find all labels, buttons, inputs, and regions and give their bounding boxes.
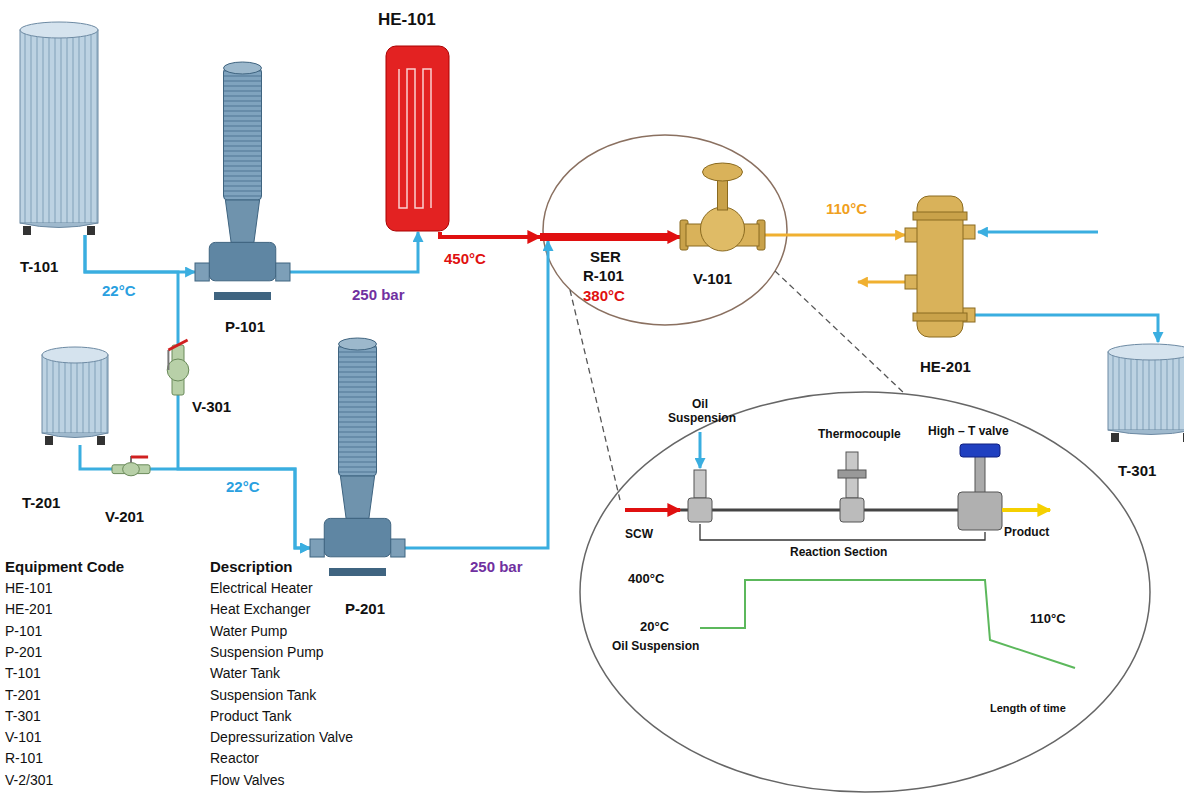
pipe-line <box>975 315 1158 342</box>
reactor-callout-ellipse <box>543 135 787 325</box>
equipment-tag: P-101 <box>225 318 265 335</box>
coolant-in <box>978 231 1098 234</box>
equipment-tag: T-101 <box>20 258 58 275</box>
flow-valve-graphic <box>166 345 190 395</box>
equipment-description: Electrical Heater <box>210 580 313 596</box>
equipment-code: T-201 <box>5 687 41 703</box>
pipe-line <box>672 235 680 239</box>
equipment-code: HE-201 <box>5 601 52 617</box>
equipment-tag: HE-201 <box>920 358 971 375</box>
water-pump: P-101 <box>195 60 290 300</box>
equipment-code: P-201 <box>5 644 42 660</box>
electrical-heater-graphic <box>385 45 450 232</box>
equipment-description: Suspension Tank <box>210 687 316 703</box>
flow-valve: V-301 <box>166 345 190 395</box>
equipment-description: Depressurization Valve <box>210 729 353 745</box>
callout-dash <box>775 271 905 394</box>
equipment-tag: V-301 <box>192 398 231 415</box>
inset-label: Oil Suspension <box>668 398 732 426</box>
equipment-code: V-101 <box>5 729 42 745</box>
graph-label: 20°C <box>640 620 669 635</box>
stream-condition: 250 bar <box>470 558 523 575</box>
inset-label: Thermocouple <box>818 428 901 442</box>
stream-condition: 22°C <box>102 282 136 299</box>
inset-label: Product <box>1004 526 1049 540</box>
coolant-out <box>858 281 905 284</box>
pipe-line <box>440 232 540 237</box>
reactor-pipe: SERR-101380°C <box>540 233 672 241</box>
stream-condition: 250 bar <box>352 286 405 303</box>
equipment-description: Product Tank <box>210 708 291 724</box>
temperature-label: 380°C <box>583 287 625 304</box>
graph-label: 110°C <box>1030 612 1066 627</box>
pipe-line <box>178 395 310 548</box>
suspension-tank-graphic <box>40 345 110 445</box>
water-tank-graphic <box>18 20 100 235</box>
equipment-code: V-2/301 <box>5 772 53 788</box>
equipment-description: Water Tank <box>210 665 280 681</box>
depressurization-valve-graphic <box>680 158 765 262</box>
detail-inset <box>580 392 1150 792</box>
graph-label: Oil Suspension <box>612 640 699 654</box>
table-header: Equipment Code <box>5 558 124 575</box>
equipment-description: Water Pump <box>210 623 287 639</box>
water-tank: T-101 <box>18 20 100 235</box>
reactor-detail <box>625 432 1075 668</box>
suspension-pump-graphic <box>310 336 405 576</box>
equipment-description: Heat Exchanger <box>210 601 310 617</box>
pipe-line <box>765 234 905 237</box>
equipment-code: P-101 <box>5 623 42 639</box>
equipment-description: Suspension Pump <box>210 644 324 660</box>
equipment-code: HE-101 <box>5 580 52 596</box>
product-tank-graphic <box>1106 342 1184 442</box>
inset-label: SCW <box>625 528 653 542</box>
equipment-tag: T-301 <box>1118 462 1156 479</box>
reactor-label: SER <box>590 248 621 265</box>
flow-valve: V-201 <box>112 456 150 478</box>
flow-valve-graphic <box>112 456 150 478</box>
equipment-code: T-101 <box>5 665 41 681</box>
equipment-code: R-101 <box>5 750 43 766</box>
callout-dash <box>570 290 620 500</box>
equipment-tag: HE-101 <box>378 10 436 30</box>
electrical-heater: HE-101 <box>385 45 450 232</box>
heat-exchanger: HE-201 <box>905 188 975 345</box>
equipment-code: T-301 <box>5 708 41 724</box>
equipment-description: Flow Valves <box>210 772 284 788</box>
heat-exchanger-graphic <box>905 188 975 345</box>
pipe-line <box>150 469 310 548</box>
equipment-tag: P-201 <box>345 600 385 617</box>
table-header: Description <box>210 558 293 575</box>
stream-condition: 450°C <box>444 250 486 267</box>
equipment-description: Reactor <box>210 750 259 766</box>
pipe-line <box>85 235 178 345</box>
water-pump-graphic <box>195 60 290 300</box>
suspension-tank: T-201 <box>40 345 110 445</box>
suspension-pump: P-201 <box>310 336 405 576</box>
pipe-line <box>85 235 195 272</box>
equipment-tag: V-101 <box>693 270 732 287</box>
pipe-line <box>290 232 418 272</box>
stream-condition: 22°C <box>226 478 260 495</box>
equipment-tag: R-101 <box>583 267 624 284</box>
pipe-line <box>405 241 548 548</box>
axis-label: Length of time <box>990 702 1066 715</box>
inset-label: Reaction Section <box>790 546 887 560</box>
depressurization-valve: V-101 <box>680 158 765 262</box>
equipment-tag: T-201 <box>22 494 60 511</box>
equipment-tag: V-201 <box>105 508 144 525</box>
graph-label: 400°C <box>628 572 664 587</box>
product-tank: T-301 <box>1106 342 1184 442</box>
pipe-line <box>80 445 112 469</box>
stream-condition: 110°C <box>826 200 867 217</box>
inset-label: High – T valve <box>928 425 1009 439</box>
